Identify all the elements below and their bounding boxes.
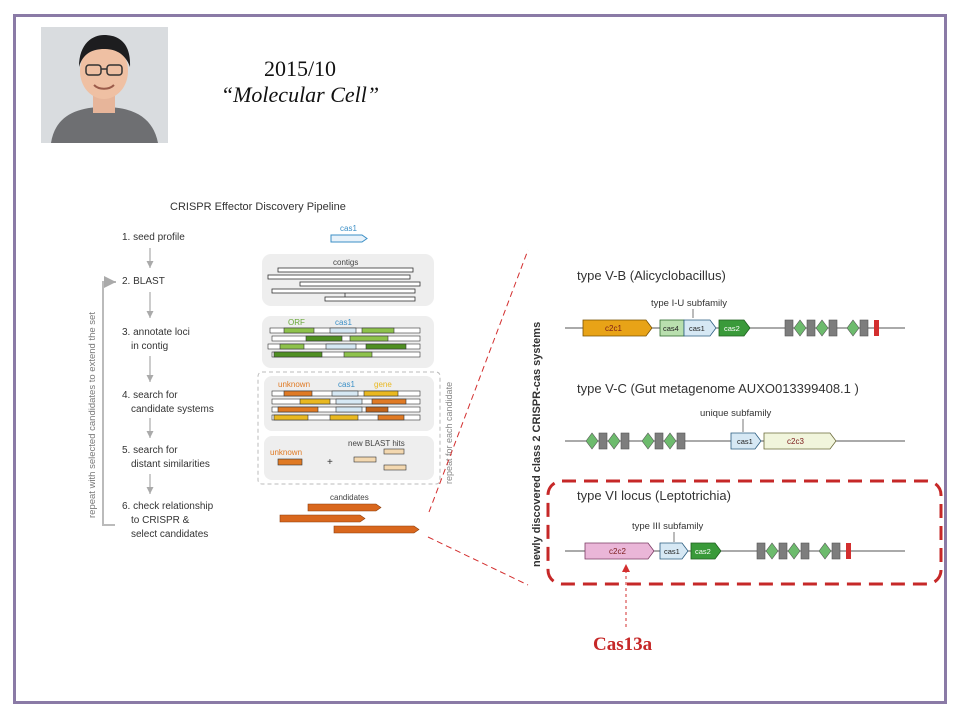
vb-title: type V-B (Alicyclobacillus) [577, 268, 726, 283]
new-blast-hits-label: new BLAST hits [348, 439, 405, 448]
unknown-orf [277, 458, 303, 466]
plus-sign: + [327, 457, 333, 468]
vi-crispr-array [756, 542, 851, 560]
vc-gene-c2c3 [763, 432, 837, 450]
vb-gene-c2c1 [582, 319, 653, 337]
unknown-label-2: unknown [270, 448, 302, 457]
journal-text: “Molecular Cell” [220, 82, 380, 107]
step-3-line2: in contig [131, 341, 168, 352]
locus-type-vi: type VI locus (Leptotrichia) type III su… [565, 488, 905, 560]
blast-hit-bars [353, 448, 407, 471]
step-2-line1: 2. BLAST [122, 276, 165, 287]
step-6: 6. check relationship to CRISPR & select… [122, 501, 214, 540]
vi-gene-c2c2 [584, 542, 655, 560]
step-6-line1: 6. check relationship [122, 501, 214, 512]
candidate-search-panel [257, 371, 441, 485]
orf-label: ORF [288, 318, 305, 327]
contigs-label: contigs [333, 258, 358, 267]
step-3-line1: 3. annotate loci [122, 327, 190, 338]
slide-frame [13, 14, 947, 704]
repeat-loop-arrow [102, 276, 116, 526]
cand-cas1-label: cas1 [338, 380, 355, 389]
date-text: 2015/10 [263, 56, 337, 81]
step-3: 3. annotate loci in contig [122, 327, 190, 352]
step-5: 5. search for distant similarities [122, 445, 210, 470]
candidates-label: candidates [330, 493, 369, 502]
step-4-line2: candidate systems [131, 404, 214, 415]
candidate-orfs [271, 390, 421, 421]
vb-c2c1-label: c2c1 [605, 324, 622, 333]
step-5-line1: 5. search for [122, 445, 178, 456]
step-2: 2. BLAST [122, 276, 165, 287]
vc-c2c3-label: c2c3 [787, 437, 804, 446]
step-6-line2: to CRISPR & [131, 515, 190, 526]
vi-c2c2-label: c2c2 [609, 547, 626, 556]
vc-subfamily: unique subfamily [700, 408, 772, 419]
annot-cas1-label: cas1 [335, 318, 352, 327]
annotated-orfs [267, 327, 421, 358]
vi-gene-cas2 [690, 542, 722, 560]
side-label: newly discovered class 2 CRISPR-cas syst… [531, 322, 543, 567]
locus-type-vb: type V-B (Alicyclobacillus) type I-U sub… [565, 268, 905, 337]
cas13a-callout: Cas13a [593, 634, 653, 655]
vb-subfamily: type I-U subfamily [651, 298, 727, 309]
heading: 2015/10 “Molecular Cell” [200, 56, 400, 108]
vc-crispr-array [585, 432, 686, 450]
vc-cas1-label: cas1 [737, 437, 753, 446]
candidate-arrows [279, 503, 420, 534]
vi-cas1-label: cas1 [664, 547, 680, 556]
portrait-photo [41, 27, 168, 143]
vi-cas2-label: cas2 [695, 547, 711, 556]
vb-gene-cas2 [718, 319, 751, 337]
vi-subfamily: type III subfamily [632, 521, 704, 532]
vc-gene-cas1 [730, 432, 762, 450]
locus-type-vc: type V-C (Gut metagenome AUXO013399408.1… [565, 381, 905, 450]
gene-label: gene [374, 380, 392, 389]
vc-title: type V-C (Gut metagenome AUXO013399408.1… [577, 381, 859, 396]
step-1: 1. seed profile [122, 232, 185, 243]
unknown-label: unknown [278, 380, 310, 389]
vi-gene-cas1 [659, 542, 689, 560]
repeat-label: repeat with selected candidates to exten… [87, 312, 98, 518]
contig-lines [267, 267, 421, 302]
step-1-line1: 1. seed profile [122, 232, 185, 243]
vb-crispr-array [784, 319, 879, 337]
step-6-line3: select candidates [131, 529, 208, 540]
vi-title: type VI locus (Leptotrichia) [577, 488, 731, 503]
vb-gene-cas1 [683, 319, 717, 337]
vb-cas4-label: cas4 [663, 324, 679, 333]
repeat-each-label: repeat for each candidate [444, 382, 454, 484]
seed-cas1-label: cas1 [340, 224, 357, 233]
step-4: 4. search for candidate systems [122, 390, 214, 415]
step-4-line1: 4. search for [122, 390, 178, 401]
step-5-line2: distant similarities [131, 459, 210, 470]
pipeline-title: CRISPR Effector Discovery Pipeline [170, 201, 346, 213]
zoom-lines [427, 249, 529, 586]
highlight-box [546, 479, 943, 586]
vb-cas2-label: cas2 [724, 324, 740, 333]
vb-cas1-label: cas1 [689, 324, 705, 333]
seed-cas1-gene [330, 234, 368, 243]
